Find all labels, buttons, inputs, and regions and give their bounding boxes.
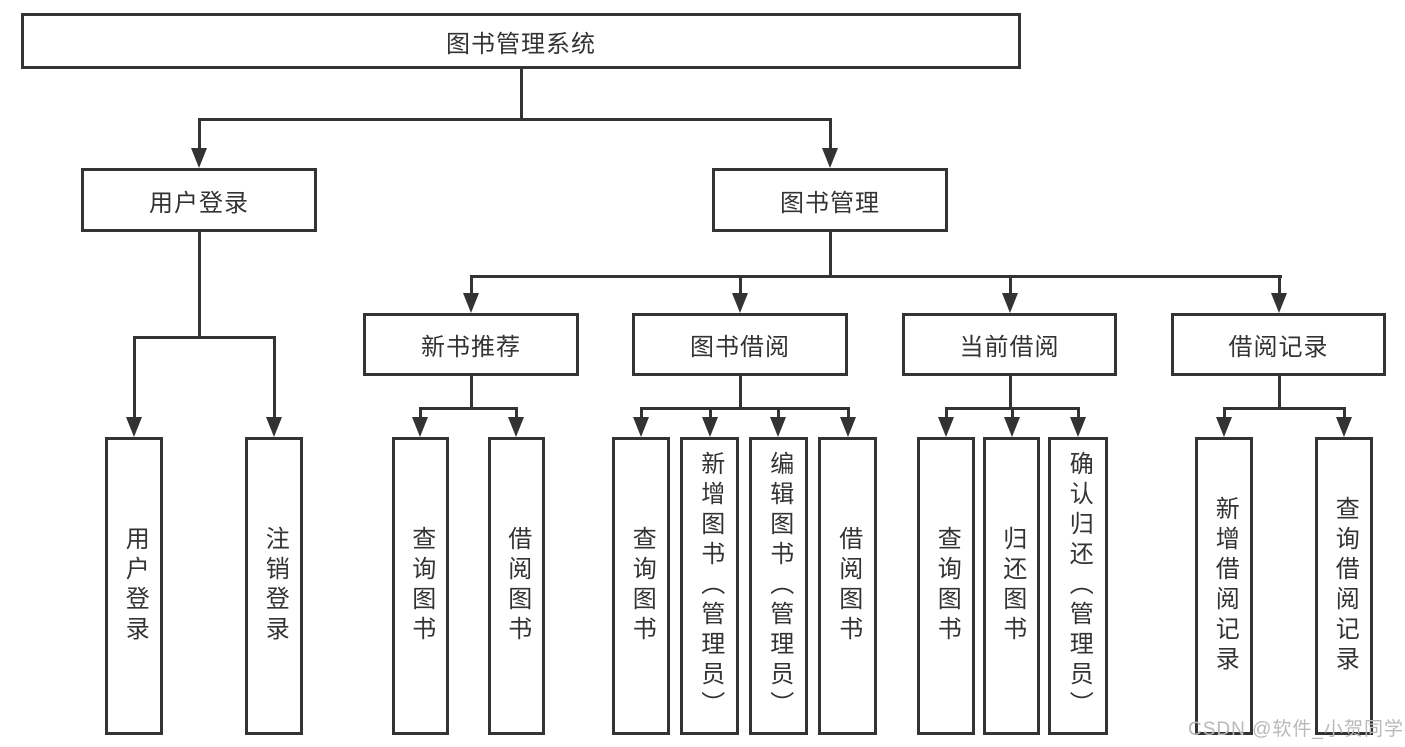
csdn-watermark: CSDN @软件_小贺同学	[1188, 719, 1404, 740]
connector-line	[640, 407, 849, 410]
node-leaf-user-login: 用户登录	[105, 437, 163, 735]
node-label: 查询图书	[628, 526, 656, 646]
connector-line	[198, 118, 201, 150]
connector-line	[829, 232, 832, 275]
arrow-down-icon	[1002, 293, 1018, 313]
connector-line	[1077, 407, 1080, 417]
node-label: 新增借阅记录	[1211, 496, 1239, 676]
connector-line	[133, 336, 276, 339]
node-borrowing-records: 借阅记录	[1171, 313, 1386, 376]
node-leaf-br-add-record: 新增借阅记录	[1195, 437, 1253, 735]
node-label: 确认归还（管理员）	[1065, 451, 1093, 721]
arrow-down-icon	[508, 417, 524, 437]
node-leaf-bb-borrow-book: 借阅图书	[818, 437, 877, 735]
node-label: 查询图书	[933, 526, 961, 646]
node-leaf-rec-borrow-book: 借阅图书	[488, 437, 545, 735]
arrow-down-icon	[633, 417, 649, 437]
arrow-down-icon	[702, 417, 718, 437]
arrow-down-icon	[822, 148, 838, 168]
node-leaf-bb-add-book-admin: 新增图书（管理员）	[680, 437, 739, 735]
node-leaf-cb-return-book: 归还图书	[983, 437, 1040, 735]
connector-line	[1278, 376, 1281, 407]
arrow-down-icon	[1070, 417, 1086, 437]
arrow-down-icon	[1004, 417, 1020, 437]
connector-line	[847, 407, 850, 417]
connector-line	[945, 407, 948, 417]
arrow-down-icon	[1336, 417, 1352, 437]
connector-line	[133, 336, 136, 417]
node-label: 借阅图书	[503, 526, 531, 646]
connector-line	[1223, 407, 1346, 410]
connector-line	[520, 69, 523, 118]
arrow-down-icon	[126, 417, 142, 437]
node-label: 借阅图书	[834, 526, 862, 646]
node-label: 注销登录	[261, 526, 289, 646]
node-label: 编辑图书（管理员）	[765, 451, 793, 721]
node-leaf-rec-query-book: 查询图书	[392, 437, 449, 735]
connector-line	[198, 232, 201, 336]
node-root: 图书管理系统	[21, 13, 1021, 69]
arrow-down-icon	[732, 293, 748, 313]
connector-line	[1009, 376, 1012, 407]
node-label: 查询借阅记录	[1331, 496, 1359, 676]
arrow-down-icon	[191, 148, 207, 168]
connector-line	[739, 376, 742, 407]
arrow-down-icon	[1216, 417, 1232, 437]
connector-line	[198, 118, 832, 121]
node-book-management: 图书管理	[712, 168, 948, 232]
node-leaf-cb-confirm-return-admin: 确认归还（管理员）	[1048, 437, 1108, 735]
connector-line	[640, 407, 643, 417]
connector-line	[515, 407, 518, 417]
arrow-down-icon	[938, 417, 954, 437]
connector-line	[419, 407, 422, 417]
node-user-login: 用户登录	[81, 168, 317, 232]
connector-line	[739, 275, 742, 293]
connector-line	[419, 407, 518, 410]
node-label: 新增图书（管理员）	[696, 451, 724, 721]
connector-line	[777, 407, 780, 417]
arrow-down-icon	[1271, 293, 1287, 313]
node-new-book-recommendation: 新书推荐	[363, 313, 579, 376]
node-leaf-bb-edit-book-admin: 编辑图书（管理员）	[749, 437, 808, 735]
node-book-borrowing: 图书借阅	[632, 313, 848, 376]
connector-line	[1011, 407, 1014, 417]
arrow-down-icon	[463, 293, 479, 313]
node-label: 用户登录	[121, 526, 149, 646]
node-leaf-br-query-record: 查询借阅记录	[1315, 437, 1373, 735]
arrow-down-icon	[770, 417, 786, 437]
connector-line	[470, 275, 1282, 278]
connector-line	[1278, 275, 1281, 293]
connector-line	[470, 376, 473, 407]
connector-line	[829, 118, 832, 150]
node-current-borrowing: 当前借阅	[902, 313, 1117, 376]
connector-line	[1343, 407, 1346, 417]
node-label: 查询图书	[407, 526, 435, 646]
arrow-down-icon	[412, 417, 428, 437]
node-leaf-bb-query-book: 查询图书	[612, 437, 670, 735]
connector-line	[1009, 275, 1012, 293]
arrow-down-icon	[840, 417, 856, 437]
connector-line	[470, 275, 473, 293]
node-leaf-cb-query-book: 查询图书	[917, 437, 975, 735]
arrow-down-icon	[266, 417, 282, 437]
connector-line	[709, 407, 712, 417]
connector-line	[273, 336, 276, 417]
node-label: 归还图书	[998, 526, 1026, 646]
connector-line	[1223, 407, 1226, 417]
node-leaf-logout: 注销登录	[245, 437, 303, 735]
